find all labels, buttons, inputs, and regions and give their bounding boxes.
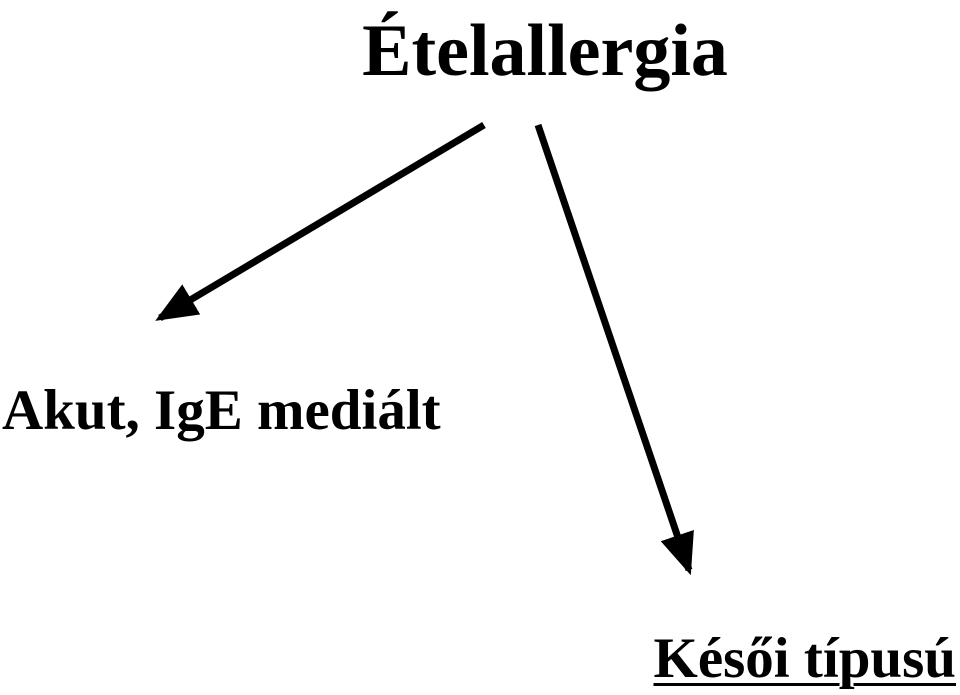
diagram-title: Ételallergia (362, 10, 728, 92)
arrow-to-delayed (534, 123, 694, 576)
branch-label-acute: Akut, IgE mediált (2, 379, 441, 442)
branch-label-delayed: Késői típusú (653, 627, 956, 690)
arrow-to-acute (155, 121, 486, 322)
